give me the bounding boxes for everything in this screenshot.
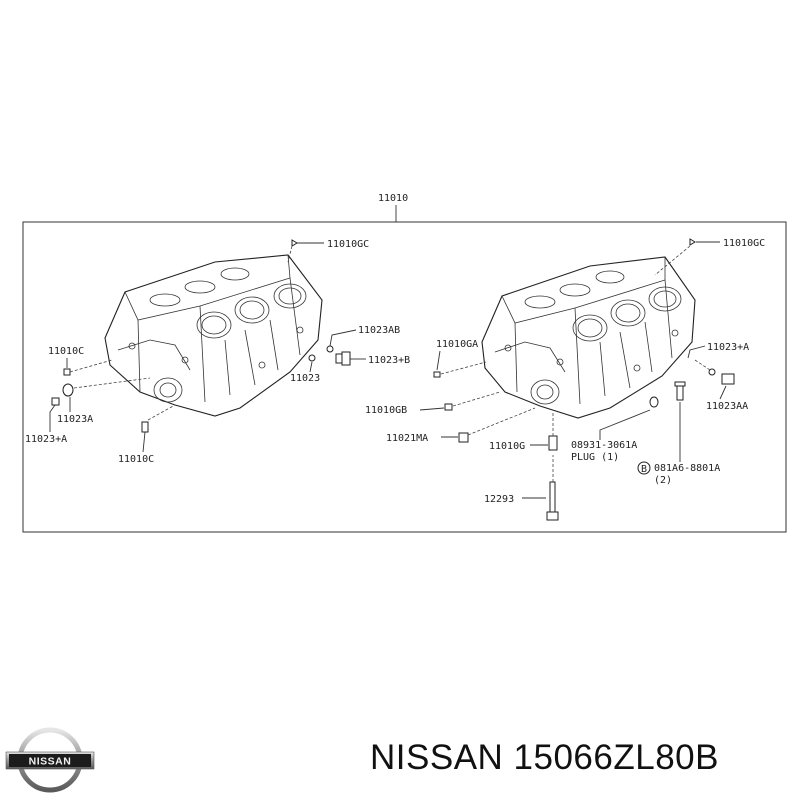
label-11023a: 11023A [57,414,93,425]
label-11023ab: 11023AB [358,325,400,336]
logo-bar-inner [9,754,91,767]
leader-11010c-lower [142,431,146,453]
leader-11010gb [419,407,445,411]
label-plug-1: PLUG (1) [571,452,619,463]
part-11023aa [721,373,735,385]
logo-text: NISSAN [29,756,72,768]
dash-11023a [73,377,151,389]
part-bolt [676,384,684,401]
leader-11023-plus-a-right [687,345,706,359]
diagram-frame [22,221,787,533]
label-11023-plus-a-right: 11023+A [707,342,749,353]
part-11023-plus-a-right [708,368,716,376]
dash-11010c-lower [147,404,176,421]
dash-11021ma [467,407,536,436]
part-11010c-lower [141,421,149,433]
label-11023: 11023 [290,373,320,384]
part-11010gc-right [689,238,696,246]
label-11010c-lower: 11010C [118,454,154,465]
label-12293: 12293 [484,494,514,505]
label-bolt-b: B [641,464,647,475]
leader-plug [599,409,651,440]
part-11023-plus-b-head [341,351,351,366]
label-11021ma: 11021MA [386,433,428,444]
dash-11010ga [440,361,487,375]
part-12293 [549,481,556,513]
label-bolt-qty-2: (2) [654,475,672,486]
part-number-caption: NISSAN 15066ZL80B [370,738,719,777]
part-11010gc-left [291,239,298,247]
part-bolt-head [674,381,686,387]
label-11023-plus-b: 11023+B [368,355,410,366]
part-12293-head [546,511,559,521]
part-plug [649,396,659,408]
engine-block-left [104,254,323,417]
label-11023aa: 11023AA [706,401,748,412]
part-11023a [62,383,74,397]
label-11010g: 11010G [489,441,525,452]
part-11023-plus-b [335,353,343,364]
part-11010gb [444,403,453,411]
engine-block-right [481,256,696,419]
bolt-b-circle-marker [637,461,651,475]
leader-11023aa [719,385,727,400]
nissan-logo: NISSAN [5,727,95,793]
dash-11010gb [452,391,501,407]
part-11010g [548,435,558,451]
part-11023 [308,354,316,362]
label-081a6-8801a: 081A6-8801A [654,463,720,474]
dash-11010gc-right [654,245,691,276]
dash-11023-plus-a-right [694,359,711,371]
label-11010: 11010 [378,193,408,204]
leader-11023-plus-a-left [49,404,56,432]
leader-11010ga [436,350,441,371]
label-11010gc-left: 11010GC [327,239,369,250]
leader-11023 [309,361,313,373]
part-11023ab [326,345,334,353]
dash-11010c-upper [69,359,113,373]
leader-11023ab [329,329,357,347]
label-11010c-upper: 11010C [48,346,84,357]
part-11023-plus-a-left [51,397,60,406]
label-11023-plus-a-left: 11023+A [25,434,67,445]
part-11010ga [433,371,441,378]
dash-11010gc-left [287,245,293,263]
label-11010gc-right: 11010GC [723,238,765,249]
part-11010c-upper [63,368,71,376]
label-11010gb: 11010GB [365,405,407,416]
part-11021ma [458,432,469,443]
label-08931-3061a: 08931-3061A [571,440,637,451]
label-11010ga: 11010GA [436,339,478,350]
